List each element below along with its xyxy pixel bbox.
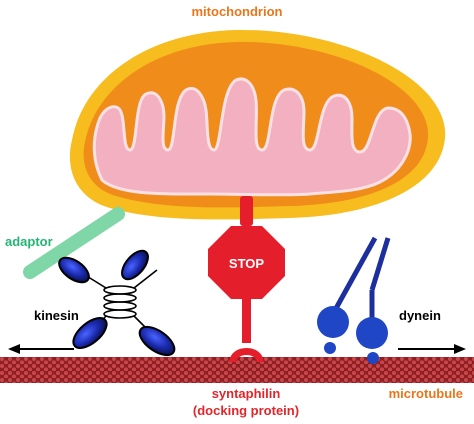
adaptor-linker xyxy=(23,207,125,279)
kinesin-motor xyxy=(58,249,176,357)
syntaphilin-anchor xyxy=(240,196,253,226)
kinesin-label: kinesin xyxy=(34,308,79,323)
syntaphilin-stalk xyxy=(242,299,251,343)
dynein-foot-right xyxy=(367,352,379,364)
mitochondrion-label: mitochondrion xyxy=(192,4,283,19)
dynein-label: dynein xyxy=(399,308,441,323)
mitochondrion xyxy=(69,29,446,220)
dynein-motor xyxy=(317,236,391,364)
dynein-foot-left xyxy=(324,342,336,354)
syntaphilin-label: syntaphilin xyxy=(212,386,281,401)
kinesin-light-chain-right xyxy=(121,249,149,281)
dynein-head-right xyxy=(356,317,388,349)
syntaphilin: STOP xyxy=(208,196,285,363)
microtubule xyxy=(0,357,474,383)
stop-sign xyxy=(208,226,285,299)
dynein-head-left xyxy=(317,306,349,338)
kinesin-head-right xyxy=(138,325,176,357)
docking-protein-label: (docking protein) xyxy=(193,403,299,418)
syntaphilin-docking-domain xyxy=(229,348,264,363)
arrow-right-icon xyxy=(398,344,466,354)
kinesin-light-chain-left xyxy=(58,256,90,284)
adaptor-label: adaptor xyxy=(5,234,53,249)
arrow-left-icon xyxy=(8,344,74,354)
dynein-stalk-right xyxy=(369,237,391,291)
cristae xyxy=(92,77,412,197)
microtubule-label: microtubule xyxy=(389,386,463,401)
dynein-stalk-left xyxy=(331,236,378,314)
kinesin-head-left xyxy=(72,317,108,349)
stop-label: STOP xyxy=(229,256,264,271)
